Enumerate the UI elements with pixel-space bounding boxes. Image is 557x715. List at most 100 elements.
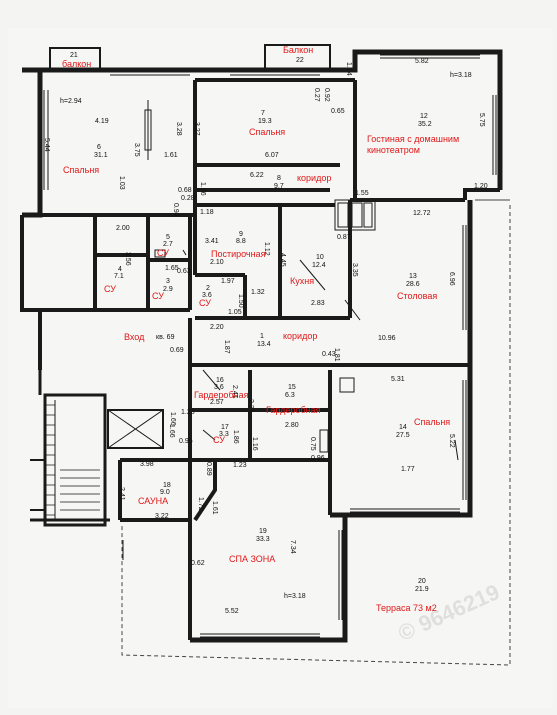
- spa-19-area: 33.3: [256, 536, 270, 543]
- su-4-area: 7.1: [114, 273, 124, 280]
- corridor-8-area: 9.7: [274, 183, 284, 190]
- dimension-label: 5.44: [43, 138, 50, 152]
- dimension-label: 3.27: [193, 122, 200, 136]
- su-3-num: 3: [166, 278, 170, 285]
- wardrobe-15-num: 15: [288, 384, 296, 391]
- ceiling-height-1: h=2.94: [60, 98, 82, 105]
- dimension-label: 1.12: [263, 242, 270, 256]
- dimension-label: 4.45: [279, 253, 286, 267]
- dimension-label: 5.75: [478, 113, 485, 127]
- su-5-area: 2.7: [163, 241, 173, 248]
- dimension-label: 3.28: [175, 122, 182, 136]
- dimension-label: 1.50: [237, 294, 244, 308]
- dimension-label: 0.65: [331, 108, 345, 115]
- laundry-9-name: Постирочная: [211, 249, 266, 259]
- dimension-label: 2.80: [285, 422, 299, 429]
- balcony-22-name: Балкон: [283, 45, 314, 55]
- wardrobe-16-area: 3.6: [214, 384, 224, 391]
- su-4-num: 4: [118, 266, 122, 273]
- laundry-9-area: 8.8: [236, 238, 246, 245]
- dimension-label: 1.23: [233, 462, 247, 469]
- dimension-label: 1.05: [228, 309, 242, 316]
- entrance-note: кв. 69: [156, 334, 175, 341]
- dimension-label: 2.83: [311, 300, 325, 307]
- dimension-label: 0.87: [337, 234, 351, 241]
- corridor-1-num: 1: [260, 333, 264, 340]
- su-2-area: 3.6: [202, 292, 212, 299]
- dimension-label: 1.61: [211, 501, 218, 515]
- dimension-label: 0.62: [191, 560, 205, 567]
- dimension-label: 1.32: [251, 289, 265, 296]
- dining-13-num: 13: [409, 273, 417, 280]
- dimension-label: 3.56: [124, 252, 131, 266]
- dimension-label: 2.24: [247, 399, 254, 413]
- dimension-label: 1.77: [401, 466, 415, 473]
- dimension-label: 3.75: [133, 143, 140, 157]
- su-5-num: 5: [166, 234, 170, 241]
- balcony-21-name: балкон: [62, 59, 92, 69]
- terrace-20-num: 20: [418, 578, 426, 585]
- dimension-label: 0.89: [205, 462, 212, 476]
- dining-13-name: Столовая: [397, 291, 438, 301]
- living-12-num: 12: [420, 113, 428, 120]
- balcony-21-num: 21: [70, 52, 78, 59]
- dimension-label: 5.52: [225, 608, 239, 615]
- corridor-1-name: коридор: [283, 331, 318, 341]
- dimension-label: 1.61: [164, 152, 178, 159]
- sauna-18-num: 18: [163, 482, 171, 489]
- dimension-label: 10.96: [378, 335, 396, 342]
- terrace-20-area: 21.9: [415, 586, 429, 593]
- dimension-label: 3.35: [351, 263, 358, 277]
- dimension-label: 0.63: [177, 268, 191, 275]
- wardrobe-15-area: 6.3: [285, 392, 295, 399]
- dimension-label: 5.31: [391, 376, 405, 383]
- dimension-label: 6.96: [448, 272, 455, 286]
- dimension-label: 2.20: [210, 324, 224, 331]
- staircase: [30, 393, 164, 527]
- dimension-label: 1.18: [200, 209, 214, 216]
- bedroom-6-num: 6: [97, 144, 101, 151]
- spa-19-name: СПА ЗОНА: [229, 554, 276, 564]
- dimension-label: 0.27: [313, 88, 320, 102]
- dimension-label: 6.07: [265, 152, 279, 159]
- dimension-label: 5.22: [448, 434, 455, 448]
- dimension-label: 3.41: [205, 238, 219, 245]
- dimension-label: 2.10: [210, 259, 224, 266]
- dimension-label: 1.55: [355, 190, 369, 197]
- bedroom-7-name: Спальня: [249, 127, 286, 137]
- su-3-name: СУ: [152, 291, 164, 301]
- kitchen-10-num: 10: [316, 254, 324, 261]
- windows: [43, 54, 497, 638]
- dimension-label: 0.43: [322, 351, 336, 358]
- bedroom-6-name: Спальня: [63, 165, 100, 175]
- sauna-18-area: 9.0: [160, 489, 170, 496]
- dimension-label: 2.00: [116, 225, 130, 232]
- dimension-label: 1.66: [169, 412, 176, 426]
- dimension-label: 6.22: [250, 172, 264, 179]
- su-2-num: 2: [206, 285, 210, 292]
- living-12-name: Гостиная с домашним кинотеатром: [367, 134, 460, 156]
- dimension-label: 0.96: [179, 438, 193, 445]
- dimension-label: 1.20: [474, 183, 488, 190]
- sauna-18-name: САУНА: [138, 496, 169, 506]
- su-17-area: 3.3: [219, 431, 229, 438]
- ceiling-height-3: h=3.18: [284, 593, 306, 600]
- fixtures: [144, 100, 459, 461]
- dimension-label: 2.41: [231, 385, 238, 399]
- entrance-label: Вход: [124, 332, 145, 342]
- wardrobe-16-name: Гардеробная: [194, 390, 249, 400]
- dimension-label: 1.16: [251, 437, 258, 451]
- corridor-8-num: 8: [277, 175, 281, 182]
- laundry-9-num: 9: [239, 231, 243, 238]
- dimension-label: 3.22: [155, 513, 169, 520]
- bedroom-7-num: 7: [261, 110, 265, 117]
- su-5-name: СУ: [157, 248, 169, 258]
- dimension-label: 12.72: [413, 210, 431, 217]
- bedroom-14-area: 27.5: [396, 432, 410, 439]
- balcony-22-area: 22: [296, 57, 304, 64]
- spa-19-num: 19: [259, 528, 267, 535]
- terrace-boundary: [121, 205, 511, 666]
- dimension-label: 0.75: [309, 437, 316, 451]
- su-3-area: 2.9: [163, 286, 173, 293]
